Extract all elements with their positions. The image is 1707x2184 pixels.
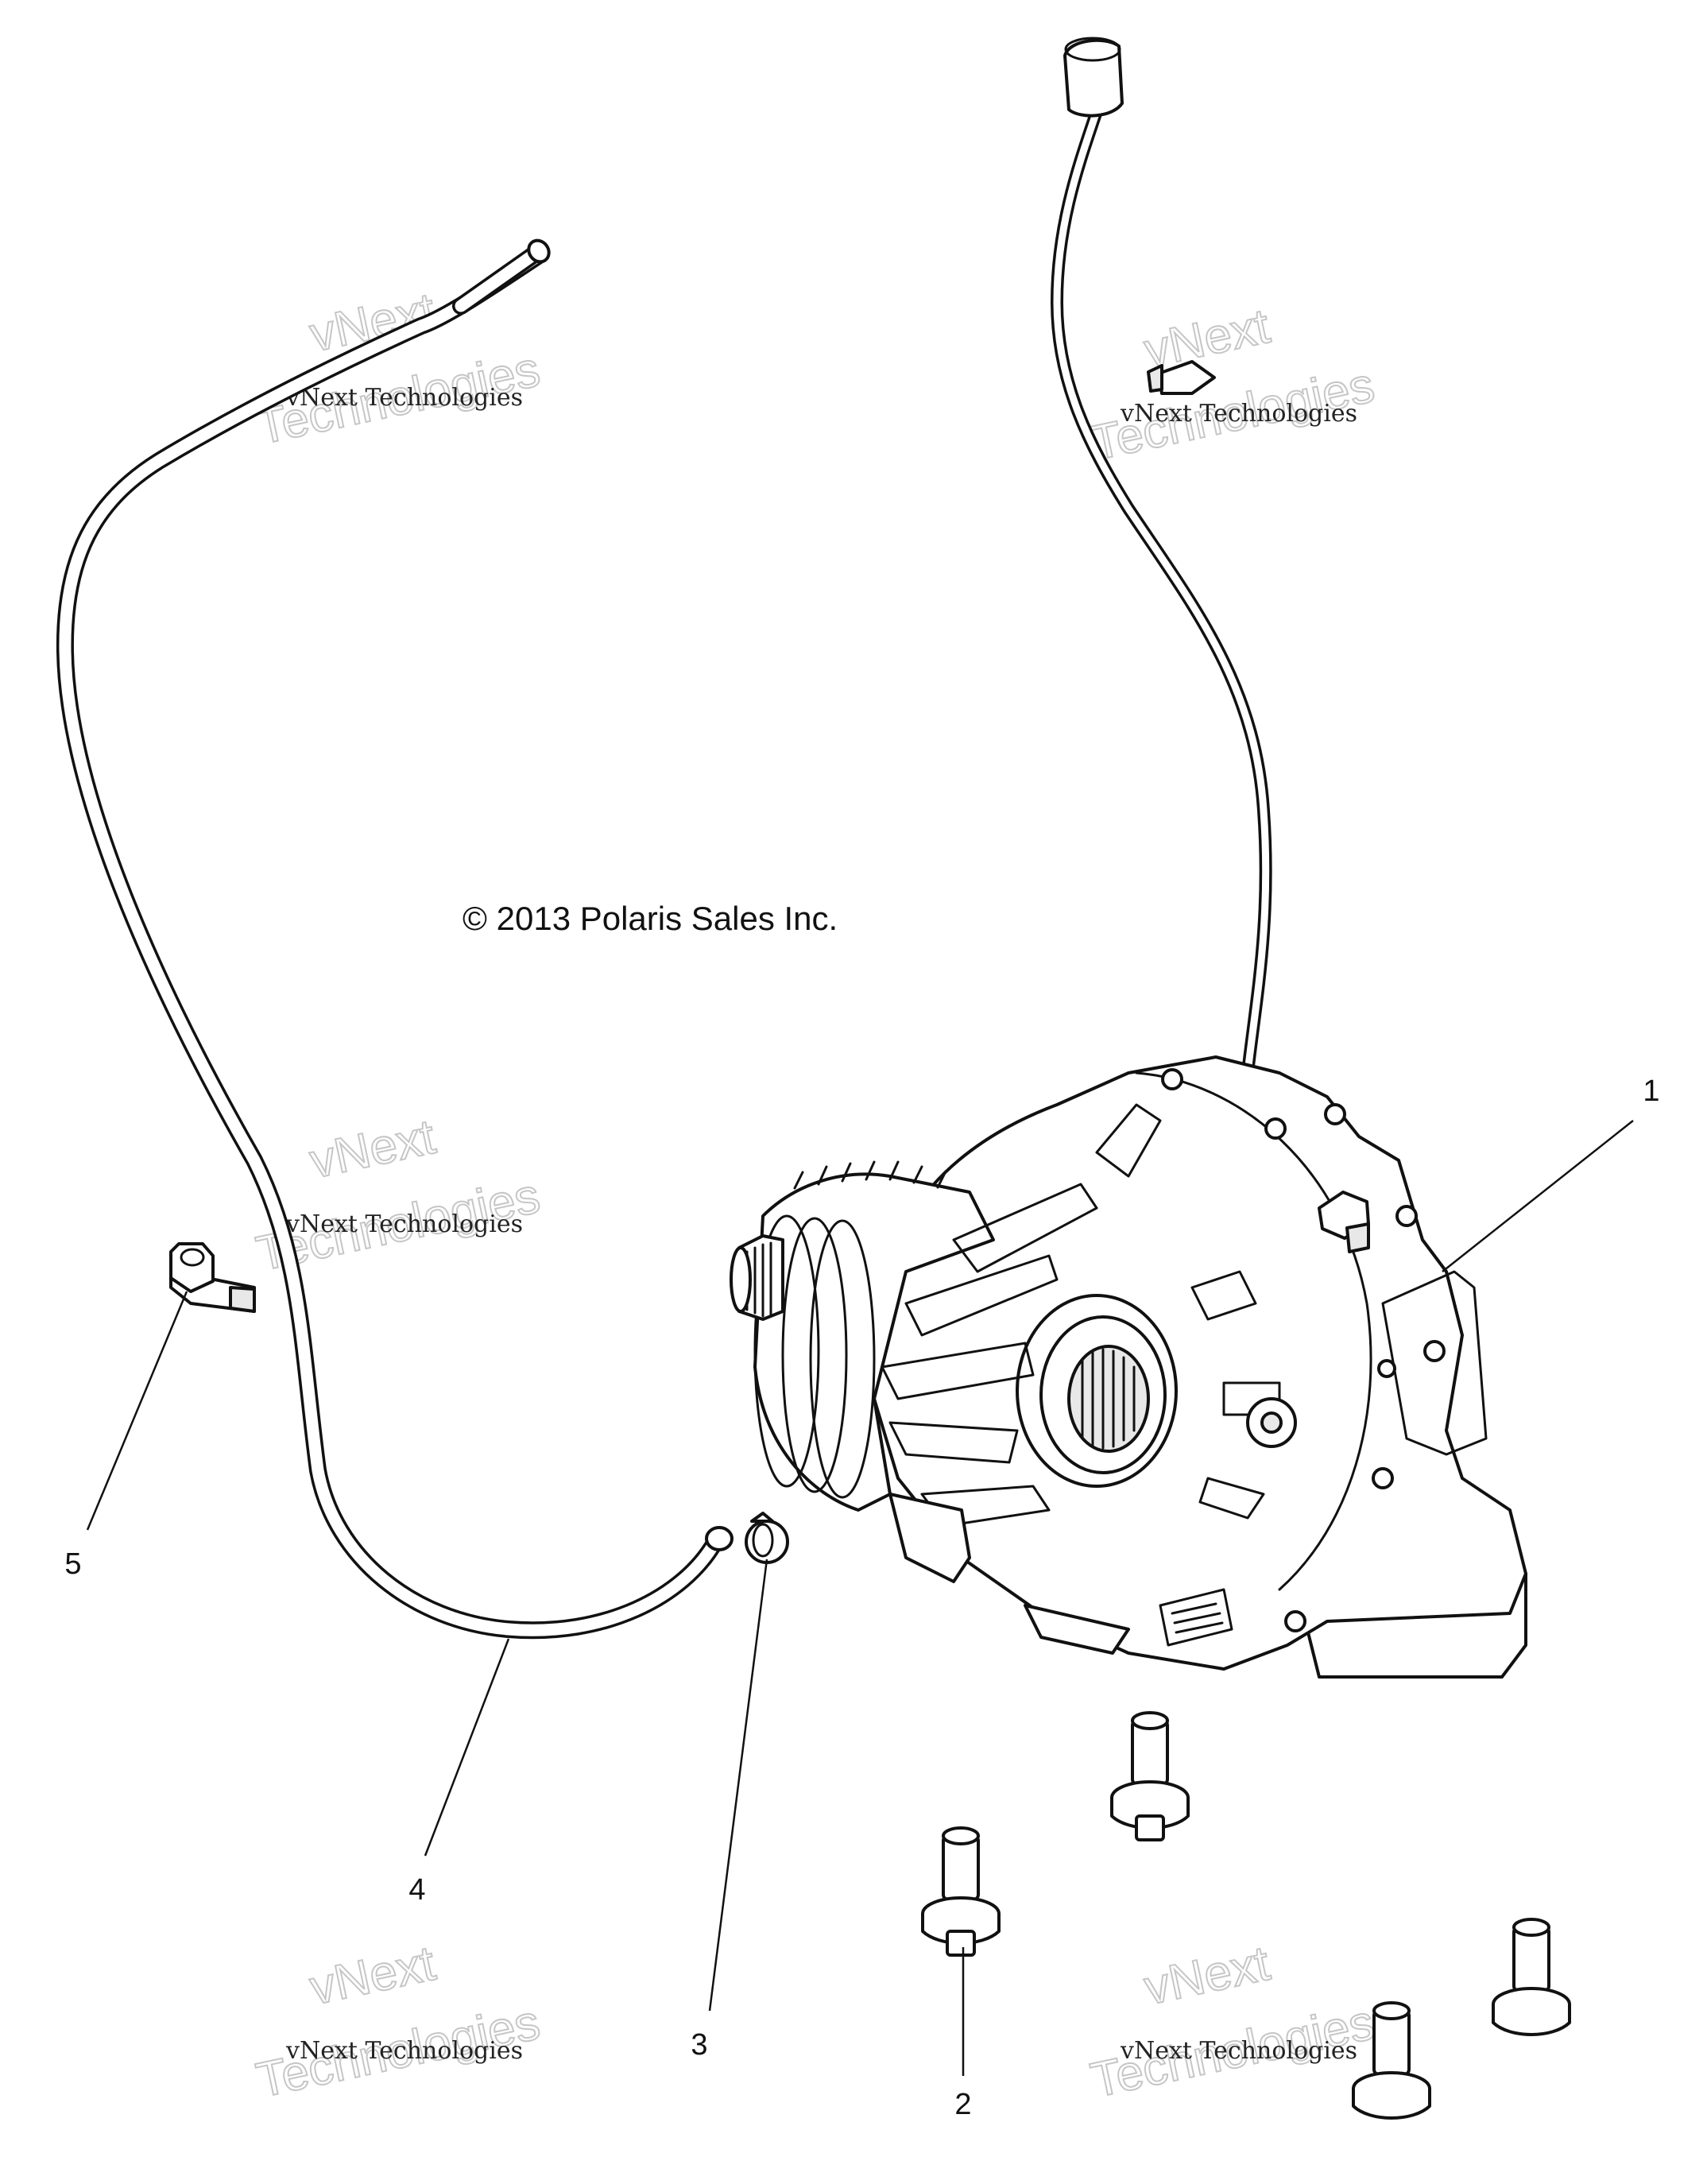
leader-1 (1442, 1120, 1634, 1272)
gearcase (730, 1055, 1527, 1679)
copyright-notice: © 2013 Polaris Sales Inc. (463, 900, 838, 937)
hose-retainer-clip (169, 1242, 256, 1313)
svg-text:vNext Technologies: vNext Technologies (285, 2037, 523, 2065)
callout-3: 3 (691, 2028, 707, 2062)
watermark-top-right: vNext Technologies vNext Technologies (1086, 298, 1380, 472)
leader-3 (708, 1559, 768, 2012)
callout-2: 2 (954, 2088, 971, 2121)
leader-5 (86, 1291, 188, 1531)
callout-4: 4 (408, 1873, 425, 1907)
bolt-1 (1110, 1711, 1190, 1841)
svg-text:vNext Technologies: vNext Technologies (1120, 2037, 1357, 2065)
watermark-bottom-left: vNext Technologies vNext Technologies (251, 1935, 545, 2109)
callout-5: 5 (64, 1547, 81, 1581)
svg-text:vNext Technologies: vNext Technologies (1120, 400, 1357, 428)
svg-text:vNext Technologies: vNext Technologies (285, 384, 523, 412)
bolt-4 (1492, 1918, 1571, 2036)
svg-text:vNext Technologies: vNext Technologies (285, 1210, 523, 1238)
watermark-bottom-right: vNext Technologies vNext Technologies (1086, 1935, 1380, 2109)
bolt-2 (921, 1826, 1001, 1957)
svg-text:vNext: vNext (305, 1109, 439, 1189)
bolt-3 (1352, 2001, 1431, 2120)
vent-hose (56, 238, 734, 1640)
svg-text:vNext: vNext (305, 1936, 439, 2016)
callout-1: 1 (1643, 1075, 1659, 1108)
vent-wire (1051, 37, 1272, 1079)
watermark-top-left: vNext Technologies vNext Technologies (251, 282, 545, 456)
svg-text:vNext: vNext (1140, 1936, 1274, 2016)
hose-clamp (745, 1512, 789, 1564)
leader-4 (424, 1638, 510, 1857)
